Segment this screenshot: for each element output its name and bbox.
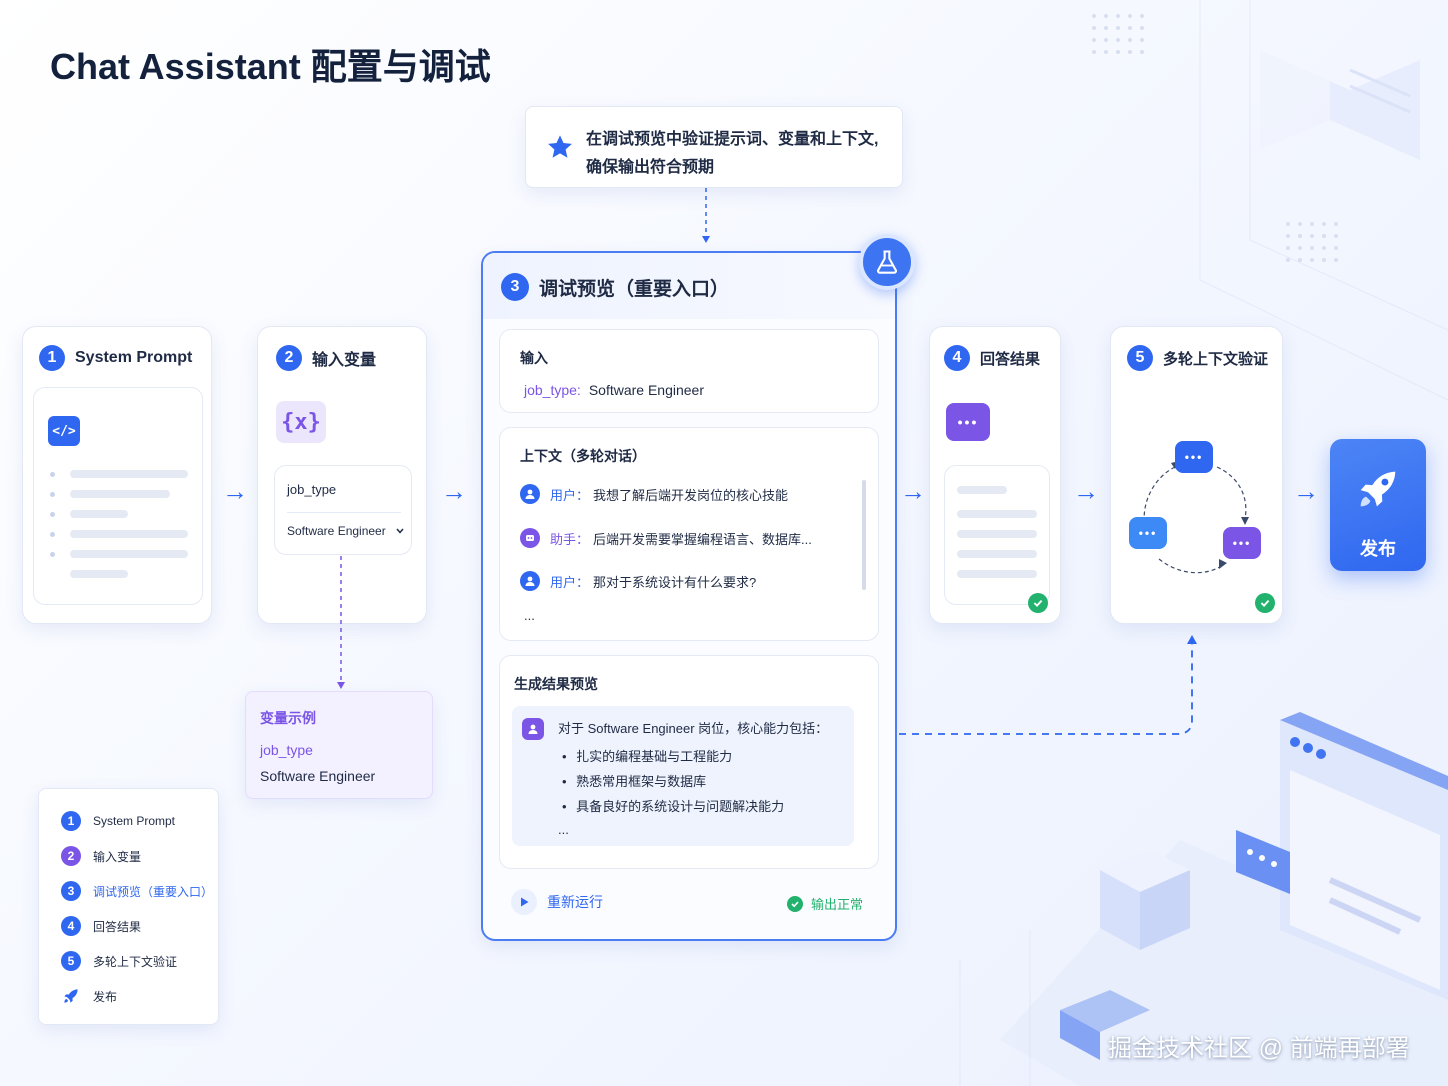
- variable-select-value: Software Engineer: [287, 524, 386, 538]
- publish-label: 发布: [1360, 539, 1396, 559]
- step-3-header: [483, 253, 895, 319]
- context-scrollbar[interactable]: [862, 480, 866, 590]
- user-icon: [520, 484, 540, 504]
- step-3-number: 3: [501, 273, 529, 301]
- result-bullet: • 具备良好的系统设计与问题解决能力: [562, 799, 785, 814]
- chat-row-1: 用户： 我想了解后端开发岗位的核心技能: [520, 484, 788, 504]
- rerun-button[interactable]: 重新运行: [511, 889, 603, 915]
- input-panel: 输入 job_type: Software Engineer: [499, 329, 879, 413]
- chat-icon: •••: [1175, 441, 1213, 473]
- output-status: 输出正常: [787, 894, 863, 913]
- context-ellipsis: ...: [524, 608, 535, 623]
- variable-example-title: 变量示例: [260, 710, 316, 726]
- context-panel: 上下文（多轮对话） 用户： 我想了解后端开发岗位的核心技能 助手： 后端开发需要…: [499, 427, 879, 641]
- variable-example-key: job_type: [260, 742, 313, 758]
- chat-icon: •••: [946, 403, 990, 441]
- chat-icon: •••: [1223, 527, 1261, 559]
- arrow-1-2: →: [222, 476, 248, 506]
- variable-connector: [337, 556, 345, 689]
- chat-row-1-role: 用户：: [550, 487, 590, 503]
- variable-example-value: Software Engineer: [260, 768, 376, 784]
- chat-icon: •••: [1129, 517, 1167, 549]
- output-status-label: 输出正常: [811, 897, 864, 912]
- context-title: 上下文（多轮对话）: [520, 448, 646, 464]
- step-3-label: 调试预览（重要入口）: [539, 278, 730, 300]
- play-icon: [511, 889, 537, 915]
- variable-field-name: job_type: [287, 482, 337, 497]
- user-icon: [520, 571, 540, 591]
- watermark: 掘金技术社区 @ 前端再部署: [1108, 1035, 1410, 1062]
- result-intro: 对于 Software Engineer 岗位，核心能力包括：: [558, 721, 829, 736]
- step-4-number: 4: [944, 345, 970, 371]
- step-5-card[interactable]: 5 多轮上下文验证 ••• ••• •••: [1110, 326, 1283, 624]
- assistant-icon: [522, 718, 544, 740]
- variable-form: job_type Software Engineer: [274, 465, 412, 555]
- feedback-connector: [899, 635, 1197, 735]
- check-icon: [787, 895, 803, 912]
- rerun-label: 重新运行: [547, 894, 603, 910]
- step-5-number: 5: [1127, 345, 1153, 371]
- arrow-3-4: →: [900, 476, 926, 506]
- step-1-number: 1: [39, 345, 65, 371]
- chevron-down-icon: [396, 528, 404, 534]
- check-icon: [1255, 593, 1275, 613]
- variable-example-card: 变量示例 job_type Software Engineer: [245, 691, 433, 799]
- step-3-debug-preview-panel[interactable]: 3 调试预览（重要入口） 输入 job_type: Software Engin…: [481, 251, 897, 941]
- step-4-label: 回答结果: [980, 350, 1041, 368]
- arrow-4-5: →: [1073, 476, 1099, 506]
- publish-button[interactable]: 发布: [1330, 439, 1426, 571]
- callout-box: 在调试预览中验证提示词、变量和上下文, 确保输出符合预期: [525, 106, 903, 188]
- step-4-card[interactable]: 4 回答结果 •••: [929, 326, 1061, 624]
- page-title: Chat Assistant 配置与调试: [50, 46, 491, 87]
- arrow-2-3: →: [441, 476, 467, 506]
- variable-icon: {x}: [276, 401, 326, 443]
- input-key: job_type:: [524, 382, 581, 398]
- prompt-editor-preview: </>: [33, 387, 203, 605]
- chat-row-2-role: 助手：: [550, 531, 590, 547]
- variable-select[interactable]: Software Engineer: [287, 524, 405, 538]
- input-value: Software Engineer: [588, 382, 705, 398]
- chat-row-3: 用户： 那对于系统设计有什么要求?: [520, 571, 756, 591]
- result-ellipsis: ...: [558, 822, 569, 837]
- chat-row-3-text: 那对于系统设计有什么要求?: [593, 574, 757, 590]
- step-2-label: 输入变量: [312, 352, 377, 369]
- result-title: 生成结果预览: [514, 676, 598, 692]
- flask-icon: [859, 234, 915, 290]
- rocket-icon: [1360, 471, 1396, 507]
- callout-line-1: 在调试预览中验证提示词、变量和上下文,: [586, 131, 879, 148]
- result-box: 对于 Software Engineer 岗位，核心能力包括： • 扎实的编程基…: [512, 706, 854, 846]
- step-2-number: 2: [276, 345, 302, 371]
- chat-row-3-role: 用户：: [550, 574, 590, 590]
- result-bullet: • 扎实的编程基础与工程能力: [562, 749, 733, 764]
- arrow-5-publish: →: [1293, 476, 1319, 506]
- step-2-card[interactable]: 2 输入变量 {x} job_type Software Engineer: [257, 326, 427, 624]
- rocket-icon: [64, 989, 78, 1003]
- callout-connector: [702, 188, 710, 243]
- code-icon: </>: [48, 416, 80, 446]
- step-5-label: 多轮上下文验证: [1163, 350, 1269, 368]
- result-panel: 生成结果预览 对于 Software Engineer 岗位，核心能力包括： •…: [499, 655, 879, 869]
- assistant-icon: [520, 528, 540, 548]
- input-title: 输入: [520, 350, 548, 366]
- chat-row-2-text: 后端开发需要掌握编程语言、数据库...: [593, 531, 812, 547]
- answer-preview: [944, 465, 1050, 605]
- chat-row-1-text: 我想了解后端开发岗位的核心技能: [593, 487, 789, 503]
- star-icon: [548, 135, 572, 158]
- step-1-card[interactable]: 1 System Prompt </>: [22, 326, 212, 624]
- step-1-label: System Prompt: [75, 349, 193, 366]
- callout-line-2: 确保输出符合预期: [586, 159, 715, 176]
- chat-row-2: 助手： 后端开发需要掌握编程语言、数据库...: [520, 528, 812, 548]
- check-icon: [1028, 593, 1048, 613]
- legend-item-publish: 发布: [61, 986, 117, 1006]
- result-bullet: • 熟悉常用框架与数据库: [562, 774, 707, 789]
